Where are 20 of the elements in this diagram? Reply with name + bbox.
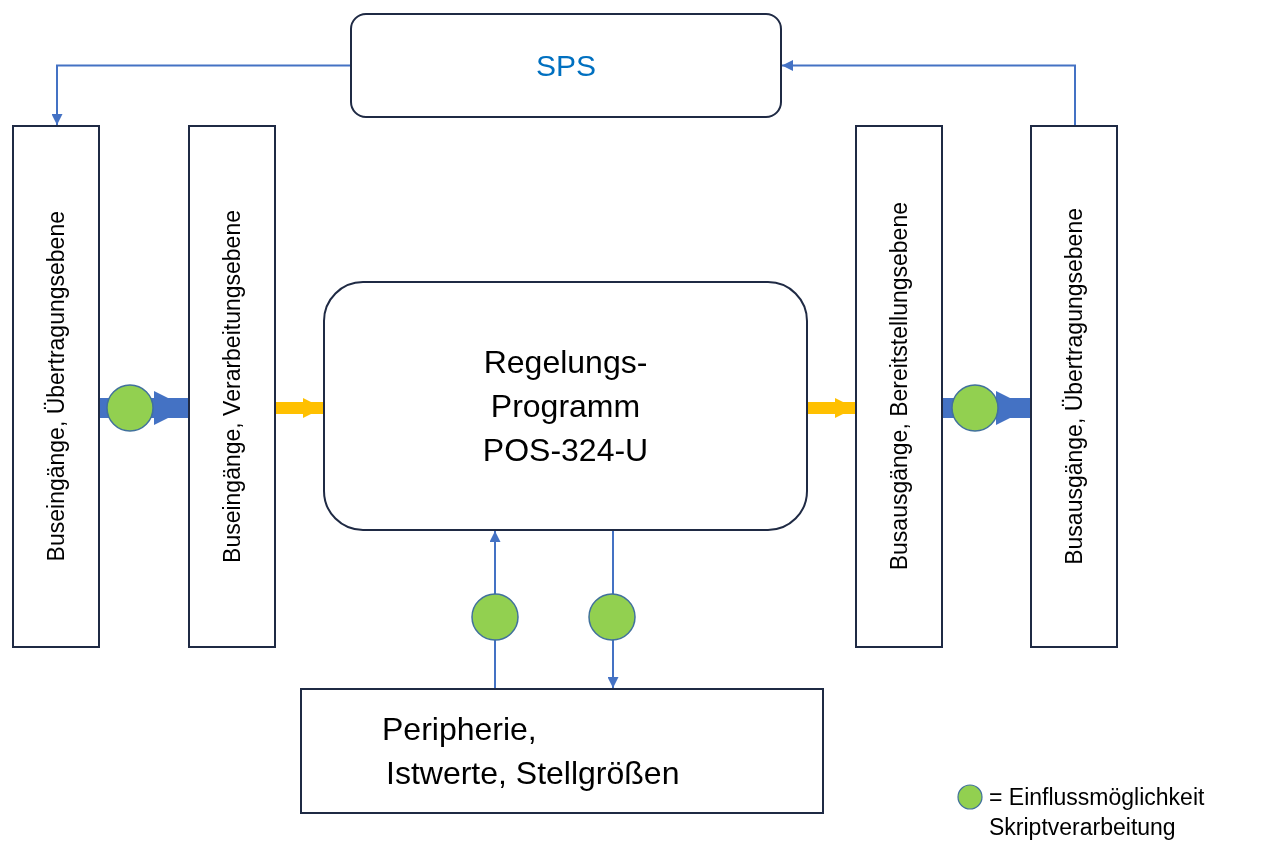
box-label: Busausgänge, Bereitstellungsebene — [884, 202, 913, 571]
vertical-box — [12, 125, 100, 648]
box-label: Buseingänge, Verarbeitungsebene — [217, 210, 246, 563]
box-label: Regelungs- Programm POS-324-U — [481, 343, 650, 470]
arrow — [781, 60, 1076, 126]
block-arrow — [276, 397, 323, 419]
arrow — [51, 64, 351, 126]
legend-text: = Einflussmöglichkeit Skriptverarbeitung — [989, 783, 1206, 842]
box-label: Istwerte, Stellgrößen — [386, 754, 680, 793]
process-box — [300, 688, 824, 814]
vertical-box — [855, 125, 943, 648]
rounded-box — [350, 13, 782, 118]
block-arrow — [808, 397, 855, 419]
rounded-box — [323, 281, 808, 531]
vertical-box — [188, 125, 276, 648]
box-label: Buseingänge, Übertragungsebene — [41, 211, 70, 562]
box-label: SPS — [536, 48, 596, 84]
box-label: Peripherie, — [382, 710, 537, 749]
box-label: Busausgänge, Übertragungsebene — [1059, 208, 1088, 565]
vertical-box — [1030, 125, 1118, 648]
